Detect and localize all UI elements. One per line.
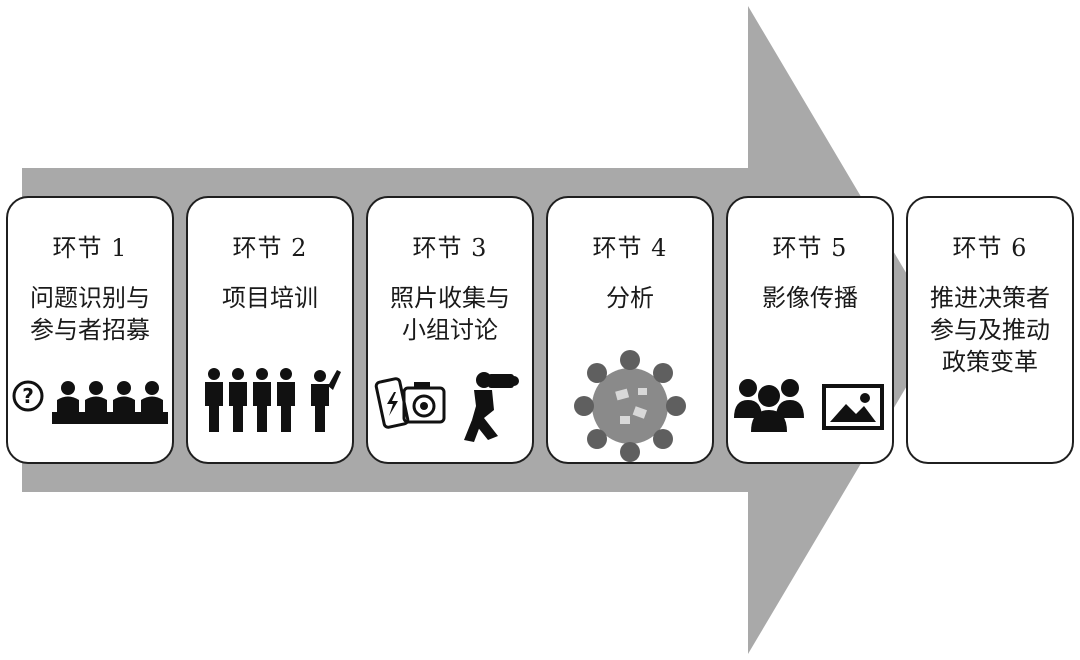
stage-2-label: 环节 2 bbox=[232, 234, 308, 262]
stage-6-desc-line: 参与及推动 bbox=[930, 316, 1050, 344]
svg-text:?: ? bbox=[22, 384, 34, 408]
stage-2-icons bbox=[188, 366, 352, 448]
group-icon bbox=[734, 379, 804, 432]
stage-1-desc-line: 参与者招募 bbox=[30, 316, 150, 344]
audience-icon bbox=[52, 381, 168, 424]
stage-4-icons bbox=[548, 346, 712, 464]
phone-camera-icon bbox=[374, 377, 446, 429]
picture-icon bbox=[822, 384, 884, 430]
stage-3-description: 照片收集与 小组讨论 bbox=[368, 282, 532, 346]
photographer-icon bbox=[464, 372, 519, 442]
stage-4-label: 环节 4 bbox=[592, 234, 668, 262]
stage-5-label: 环节 5 bbox=[772, 234, 848, 262]
stage-3-desc-line: 小组讨论 bbox=[402, 316, 498, 344]
stage-5-box: 环节 5 影像传播 bbox=[726, 196, 894, 464]
trainees-with-trainer-icon bbox=[205, 368, 341, 432]
stage-6-desc-line: 政策变革 bbox=[942, 348, 1038, 376]
stage-5-icons bbox=[728, 366, 892, 448]
stage-6-box: 环节 6 推进决策者 参与及推动 政策变革 bbox=[906, 196, 1074, 464]
stage-2-desc-line: 项目培训 bbox=[222, 284, 318, 312]
stage-5-desc-line: 影像传播 bbox=[762, 284, 858, 312]
stage-2-description: 项目培训 bbox=[188, 282, 352, 314]
stage-1-box: 环节 1 问题识别与 参与者招募 ? bbox=[6, 196, 174, 464]
stage-4-box: 环节 4 分析 bbox=[546, 196, 714, 464]
stage-3-box: 环节 3 照片收集与 小组讨论 bbox=[366, 196, 534, 464]
stage-1-description: 问题识别与 参与者招募 bbox=[8, 282, 172, 346]
question-icon: ? bbox=[12, 380, 44, 412]
stage-3-label: 环节 3 bbox=[412, 234, 488, 262]
stage-6-label: 环节 6 bbox=[952, 234, 1028, 262]
stage-6-description: 推进决策者 参与及推动 政策变革 bbox=[908, 282, 1072, 378]
stage-3-icons bbox=[368, 366, 532, 448]
stage-1-icons: ? bbox=[8, 366, 172, 448]
stage-4-desc-line: 分析 bbox=[606, 284, 654, 312]
round-table-discussion-icon bbox=[574, 350, 686, 462]
stage-1-desc-line: 问题识别与 bbox=[30, 284, 150, 312]
stage-5-description: 影像传播 bbox=[728, 282, 892, 314]
stage-3-desc-line: 照片收集与 bbox=[390, 284, 510, 312]
stage-1-label: 环节 1 bbox=[52, 234, 128, 262]
stage-6-desc-line: 推进决策者 bbox=[930, 284, 1050, 312]
stage-2-box: 环节 2 项目培训 bbox=[186, 196, 354, 464]
stage-4-description: 分析 bbox=[548, 282, 712, 314]
